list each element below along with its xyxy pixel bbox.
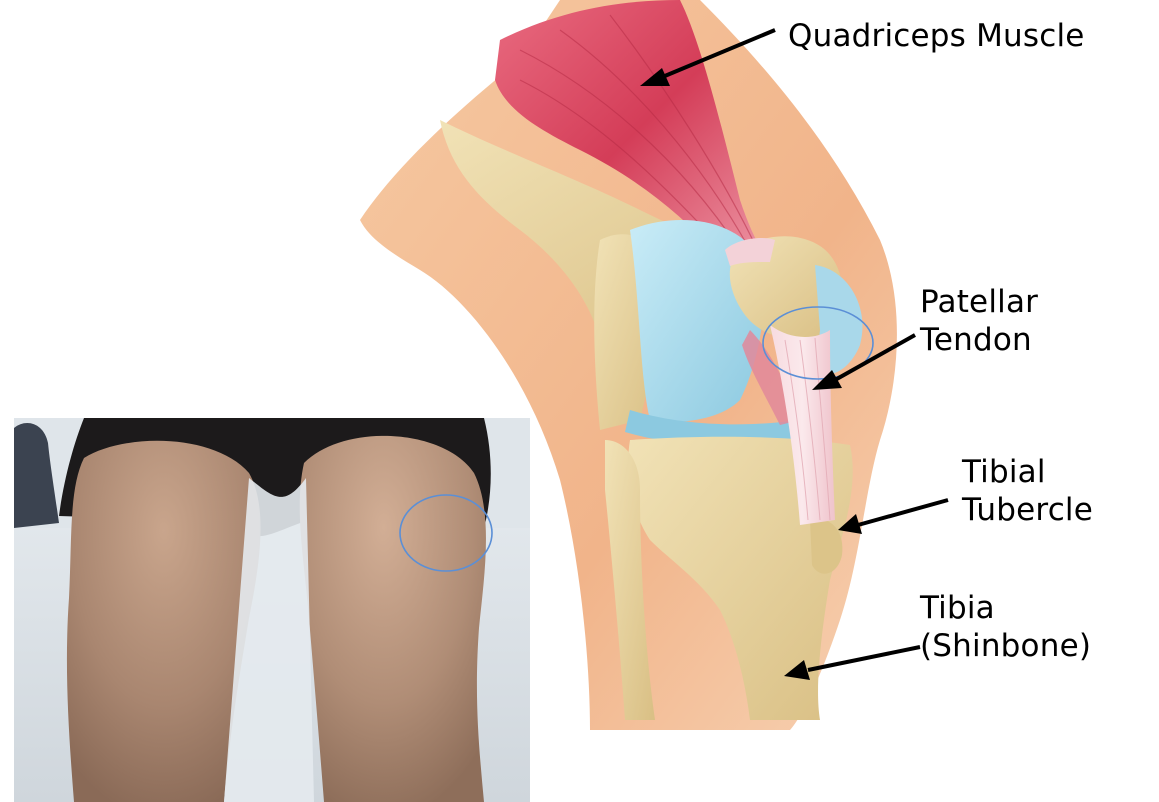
knee-photo-graphic xyxy=(14,418,530,802)
right-leg xyxy=(300,436,486,802)
label-tibia-line2: (Shinbone) xyxy=(920,629,1091,664)
label-tibia-line1: Tibia xyxy=(920,591,995,626)
knee-photo xyxy=(14,418,530,802)
label-quadriceps-muscle: Quadriceps Muscle xyxy=(788,19,1085,54)
label-patellar-line1: Patellar xyxy=(920,285,1038,320)
label-tibial-tubercle-line1: Tibial xyxy=(962,455,1046,490)
label-patellar-line2: Tendon xyxy=(920,323,1032,358)
label-tibial-tubercle-line2: Tubercle xyxy=(962,493,1093,528)
